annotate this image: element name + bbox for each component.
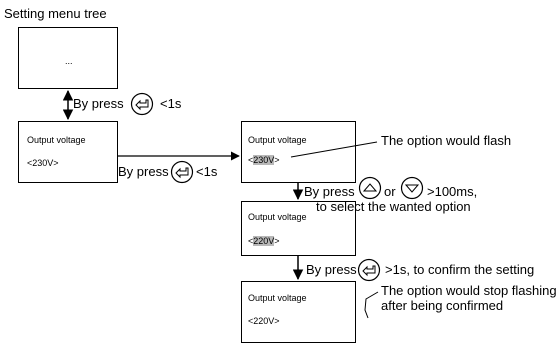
down-arrow-key-icon <box>400 176 424 200</box>
flash-note: The option would flash <box>381 133 512 148</box>
output-voltage-box: Output voltage <230V> <box>18 121 118 183</box>
selected-option-value: <220V> <box>248 236 280 246</box>
page-title: Setting menu tree <box>4 6 107 21</box>
confirmed-option-label: Output voltage <box>248 293 307 303</box>
selected-option-box: Output voltage <220V> <box>241 201 356 256</box>
select-time-label: >100ms, <box>427 184 478 199</box>
output-voltage-label: Output voltage <box>27 135 86 145</box>
stop-flash-note-line1: The option would stop flashing <box>381 283 557 298</box>
top-menu-box: ... <box>18 27 118 89</box>
select-or-label: or <box>384 184 396 199</box>
selected-option-highlight: 220V <box>253 236 275 246</box>
confirm-description: >1s, to confirm the setting <box>385 262 535 277</box>
top-menu-ellipsis: ... <box>65 56 73 66</box>
output-voltage-value: <230V> <box>27 158 59 168</box>
flashing-option-value: <230V> <box>248 155 280 165</box>
confirmed-option-value: <220V> <box>248 316 280 326</box>
confirmed-option-box: Output voltage <220V> <box>241 281 356 343</box>
flashing-option-label: Output voltage <box>248 135 307 145</box>
confirm-press-label: By press <box>306 262 357 277</box>
select-press-label: By press <box>304 184 355 199</box>
enter-key-icon <box>170 160 194 184</box>
up-arrow-key-icon <box>358 176 382 200</box>
flashing-option-box: Output voltage <230V> <box>241 121 356 183</box>
enter-key-icon <box>357 258 381 282</box>
enter-key-icon <box>130 92 154 116</box>
selected-option-label: Output voltage <box>248 212 307 222</box>
stop-flash-callout <box>364 291 379 319</box>
select-description: to select the wanted option <box>316 199 471 214</box>
enter-time-label: <1s <box>160 96 182 111</box>
flashing-option-highlight: 230V <box>253 155 275 165</box>
right-time-label: <1s <box>196 164 218 179</box>
flash-callout-line <box>290 141 378 158</box>
enter-press-label: By press <box>73 96 124 111</box>
right-press-label: By press <box>118 164 169 179</box>
stop-flash-note-line2: after being confirmed <box>381 298 504 313</box>
